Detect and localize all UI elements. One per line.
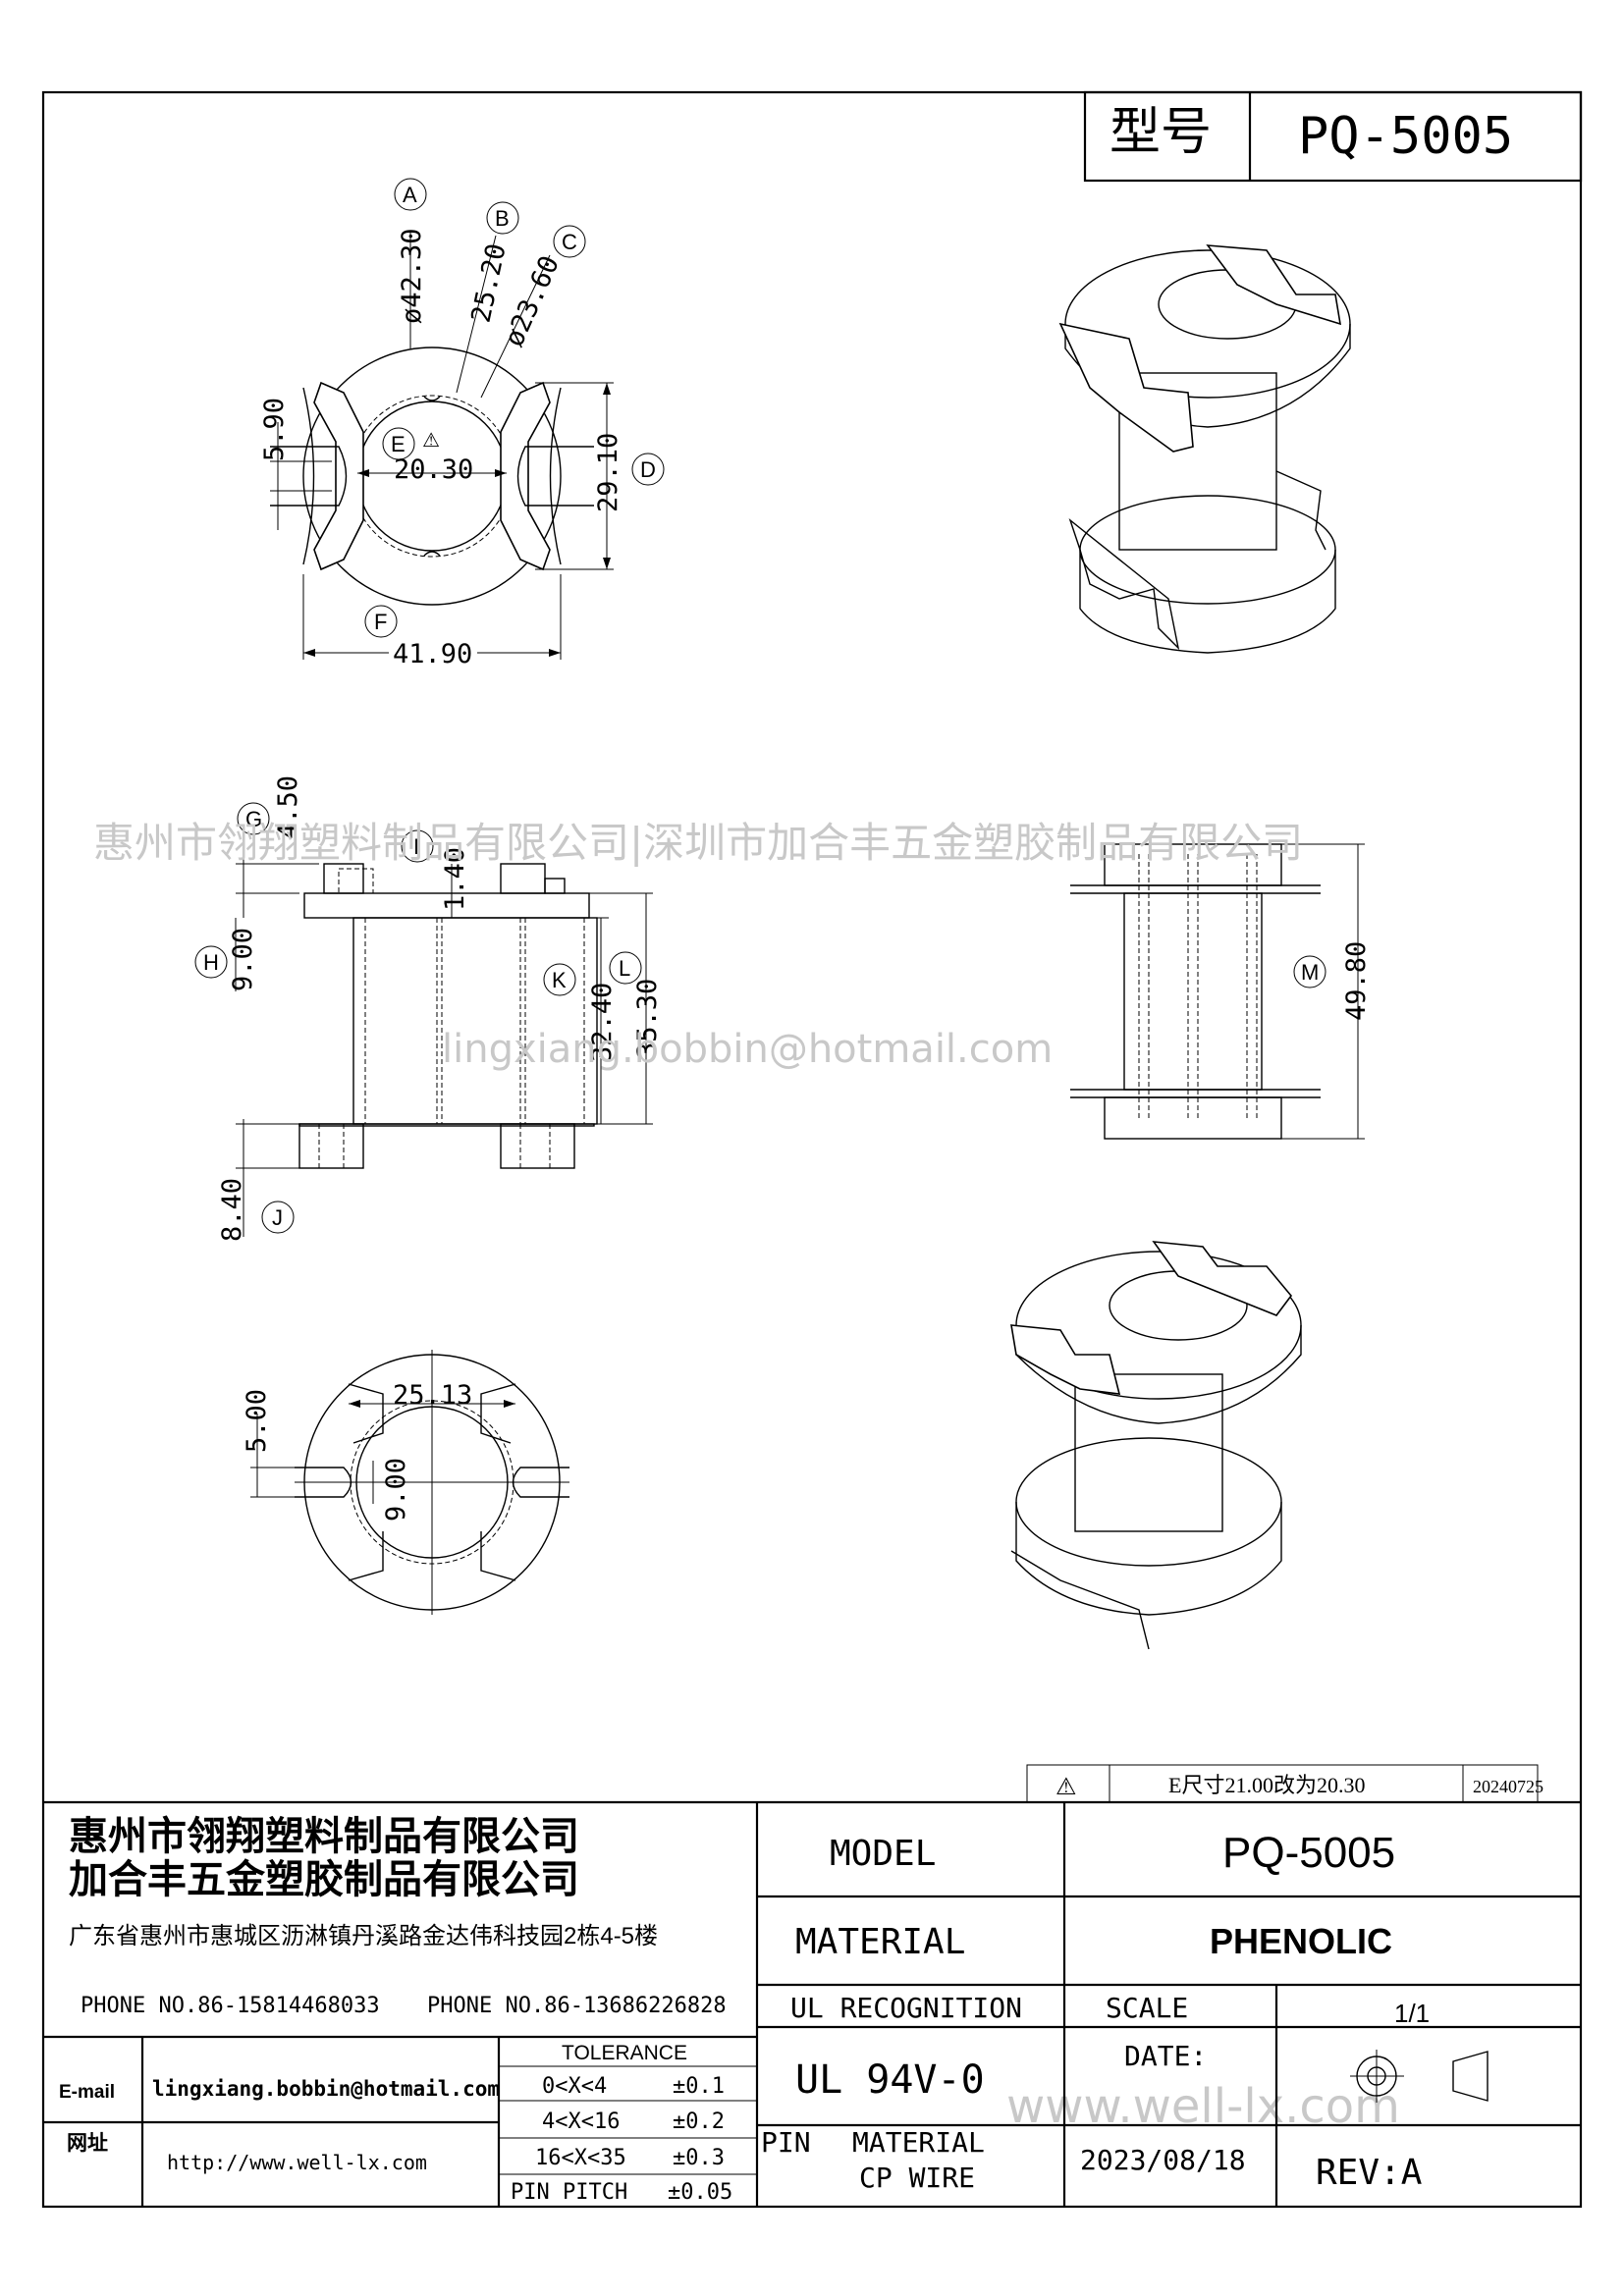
side-view: 4.50 1.40 9.00 32.40 35.30 8.40 bbox=[217, 775, 663, 1242]
dim-J-value: 8.40 bbox=[217, 1178, 247, 1242]
scale-value: 1/1 bbox=[1394, 1999, 1430, 2028]
dim-slot-value: 5.90 bbox=[259, 398, 290, 461]
tolerance-range-3: 16<X<35 bbox=[535, 2146, 626, 2170]
top-view: 41.90 29.10 5.90 20.30 ø42.30 25.20 ø23.… bbox=[259, 228, 623, 669]
material-label: MATERIAL bbox=[795, 1922, 965, 1962]
dim-C-value: ø23.60 bbox=[499, 251, 566, 351]
material-value: PHENOLIC bbox=[1210, 1921, 1392, 1961]
revision-note-row: ⚠ E尺寸21.00改为20.30 20240725 bbox=[1026, 1764, 1543, 1803]
callout-C: C bbox=[562, 230, 577, 254]
dim-bottom-slot: 5.00 bbox=[242, 1389, 272, 1453]
dim-bottom-pin: 9.00 bbox=[381, 1458, 411, 1522]
dim-E-value: 20.30 bbox=[394, 454, 473, 485]
company-address: 广东省惠州市惠城区沥淋镇丹溪路金达伟科技园2栋4-5楼 bbox=[69, 1923, 658, 1949]
sheet-border bbox=[41, 90, 1583, 2209]
header-model-box: 型号 PQ-5005 bbox=[1083, 90, 1583, 183]
dim-K-value: 32.40 bbox=[587, 983, 618, 1062]
revision-text: E尺寸21.00改为20.30 bbox=[1168, 1773, 1365, 1797]
callout-B: B bbox=[495, 206, 510, 231]
callout-F: F bbox=[374, 610, 387, 634]
tolerance-range-2: 4<X<16 bbox=[542, 2109, 620, 2134]
date-value: 2023/08/18 bbox=[1080, 2144, 1246, 2176]
dim-A-value: ø42.30 bbox=[397, 228, 427, 324]
dim-L-value: 35.30 bbox=[632, 979, 663, 1058]
watermark-email: lingxiang.bobbin@hotmail.com bbox=[442, 1027, 1053, 1072]
email-value: lingxiang.bobbin@hotmail.com bbox=[152, 2077, 500, 2101]
watermark-company: 惠州市翎翔塑料制品有限公司|深圳市加合丰五金塑胶制品有限公司 bbox=[93, 819, 1303, 867]
tolerance-range-1: 0<X<4 bbox=[542, 2074, 607, 2099]
callout-I: I bbox=[413, 834, 419, 859]
revision-date: 20240725 bbox=[1473, 1777, 1543, 1796]
company-name-1: 惠州市翎翔塑料制品有限公司 bbox=[69, 1815, 579, 1858]
front-side-view: 49.80 bbox=[1070, 843, 1372, 1140]
callout-M: M bbox=[1301, 960, 1319, 985]
pin-material-value: CP WIRE bbox=[859, 2162, 975, 2194]
tolerance-title: TOLERANCE bbox=[562, 2042, 687, 2064]
ul-value: UL 94V-0 bbox=[795, 2057, 985, 2103]
web-label: 网址 bbox=[67, 2132, 108, 2155]
pin-material-label: MATERIAL bbox=[852, 2126, 985, 2159]
dim-H-value: 9.00 bbox=[228, 928, 258, 991]
title-block: 惠州市翎翔塑料制品有限公司 加合丰五金塑胶制品有限公司 广东省惠州市惠城区沥淋镇… bbox=[43, 1800, 1581, 2207]
tolerance-value-2: ±0.2 bbox=[673, 2109, 725, 2134]
callout-D: D bbox=[640, 457, 656, 482]
dim-G-value: 4.50 bbox=[273, 775, 303, 839]
tolerance-value-4: ±0.05 bbox=[668, 2180, 732, 2205]
dim-bottom-width: 25.13 bbox=[393, 1380, 472, 1411]
callout-E: E bbox=[391, 432, 406, 456]
callout-H: H bbox=[203, 950, 219, 975]
dim-F-value: 41.90 bbox=[393, 639, 472, 669]
date-label: DATE: bbox=[1124, 2040, 1207, 2072]
callout-G: G bbox=[245, 807, 262, 831]
iso-view-top bbox=[1058, 244, 1351, 654]
callout-L: L bbox=[619, 956, 630, 981]
callouts-top: A B C D E F bbox=[364, 178, 665, 638]
bottom-view: 25.13 5.00 9.00 bbox=[242, 1350, 569, 1615]
web-value: http://www.well-lx.com bbox=[167, 2151, 427, 2174]
tolerance-value-1: ±0.1 bbox=[673, 2074, 725, 2099]
projection-symbol-icon bbox=[1350, 2050, 1489, 2103]
callout-J: J bbox=[272, 1205, 283, 1230]
header-model-value: PQ-5005 bbox=[1298, 107, 1513, 166]
scale-label: SCALE bbox=[1106, 1992, 1188, 2024]
company-name-2: 加合丰五金塑胶制品有限公司 bbox=[69, 1857, 579, 1901]
email-label: E-mail bbox=[59, 2082, 115, 2103]
tolerance-value-3: ±0.3 bbox=[673, 2146, 725, 2170]
dim-M-value: 49.80 bbox=[1341, 941, 1372, 1021]
model-label: MODEL bbox=[830, 1834, 936, 1874]
dim-I-value: 1.40 bbox=[440, 847, 470, 911]
revision-symbol: ⚠ bbox=[1056, 1774, 1077, 1800]
phone-2: PHONE NO.86-13686226828 bbox=[427, 1994, 727, 2018]
model-value: PQ-5005 bbox=[1222, 1829, 1395, 1877]
header-model-label: 型号 bbox=[1110, 104, 1212, 161]
callout-K: K bbox=[552, 968, 567, 992]
callout-A: A bbox=[403, 183, 417, 207]
callouts-side: G H I J K L M bbox=[194, 802, 1326, 1234]
dim-D-value: 29.10 bbox=[593, 433, 623, 512]
iso-view-bottom bbox=[1010, 1241, 1302, 1650]
tolerance-range-4: PIN PITCH bbox=[511, 2180, 627, 2205]
revision-value: REV:A bbox=[1316, 2153, 1423, 2193]
dim-B-value: 25.20 bbox=[466, 241, 513, 326]
ul-label: UL RECOGNITION bbox=[790, 1992, 1022, 2024]
revision-mark-E: ⚠ bbox=[422, 430, 440, 452]
pin-label: PIN bbox=[761, 2126, 811, 2159]
phone-1: PHONE NO.86-15814468033 bbox=[81, 1994, 380, 2018]
